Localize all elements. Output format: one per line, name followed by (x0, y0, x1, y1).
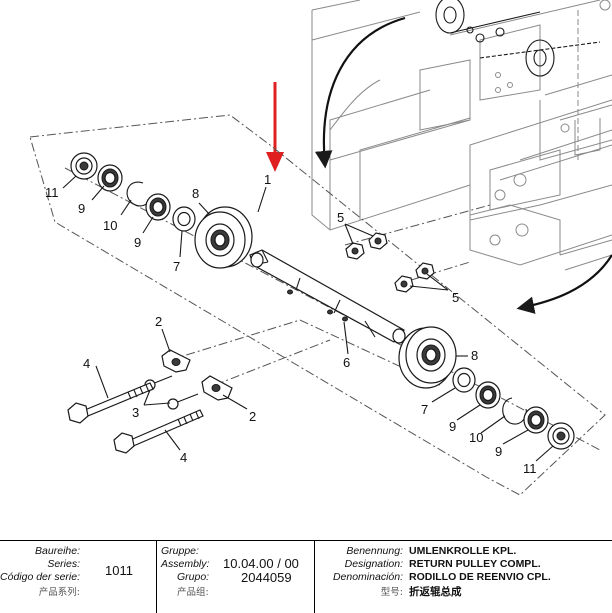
assembly-value: 10.04.00 / 00 (223, 556, 299, 571)
callout-11-top: 11 (45, 185, 59, 200)
bearing-9-bottom-a (475, 381, 501, 409)
nut-5-d (415, 262, 435, 280)
circlip-10-bottom (502, 397, 527, 425)
series-label-cn: 产品系列: (38, 587, 80, 598)
callout-3: 3 (132, 405, 139, 420)
callout-1: 1 (264, 172, 271, 187)
removal-arrow-upper (314, 16, 406, 169)
callout-9-top-a: 9 (78, 201, 85, 216)
designation-cell: Benennung: Designation: Denominación: 型号… (314, 541, 612, 613)
leader-lines (62, 175, 554, 462)
seal-ring-11-bottom (547, 422, 575, 450)
designation-label-de: Benennung: (346, 545, 403, 557)
bolt-4-top (67, 382, 154, 424)
callout-10-bottom: 10 (469, 430, 483, 445)
bearing-9-top-a (97, 164, 123, 192)
callout-8-bottom: 8 (471, 348, 478, 363)
callout-2-top: 2 (155, 314, 162, 329)
callout-9-bottom-a: 9 (449, 419, 456, 434)
group-label-cn: 产品组: (177, 587, 209, 598)
seal-ring-11-top (70, 152, 98, 180)
designation-label-en: Designation: (344, 558, 403, 570)
group-value: 2044059 (241, 570, 292, 585)
callout-2-bottom: 2 (249, 409, 256, 424)
nut-5-c (394, 275, 414, 293)
designation-name-cn: 折返辊总成 (409, 586, 462, 598)
group-cell: Gruppe: Assembly: Grupo: 产品组: 10.04.00 /… (156, 541, 314, 613)
machine-frame-context (311, 0, 612, 271)
callout-7-top: 7 (173, 259, 180, 274)
shaft-6 (249, 249, 406, 344)
designation-name-de: UMLENKROLLE KPL. (409, 545, 517, 557)
series-label-en: Series: (47, 558, 80, 570)
series-label-es: Código der serie: (0, 571, 80, 583)
exploded-view-drawing: 11 9 10 9 7 8 1 5 5 6 2 2 3 4 4 8 7 9 10… (29, 0, 612, 496)
callout-8-top: 8 (192, 186, 199, 201)
group-label-es: Grupo: (177, 571, 210, 583)
nut-5-b (368, 232, 388, 250)
pulley-8-top (194, 206, 253, 269)
pulley-8-bottom (398, 326, 457, 389)
bearing-9-top-b (145, 193, 171, 221)
bolt-4-bottom (113, 409, 204, 454)
bracket-2-top (161, 349, 191, 373)
bearing-9-bottom-b (523, 406, 549, 434)
series-cell: Baureihe: Series: Código der serie: 产品系列… (0, 541, 156, 613)
series-value: 1011 (105, 563, 133, 578)
designation-name-en: RETURN PULLEY COMPL. (409, 558, 541, 570)
designation-label-cn: 型号: (380, 587, 403, 598)
group-label-de: Gruppe: (161, 545, 199, 557)
screw-3-b (167, 393, 199, 410)
spacer-ring-7-bottom (452, 367, 476, 393)
callout-5-top: 5 (337, 210, 344, 225)
callout-9-bottom-b: 9 (495, 444, 502, 459)
callout-11-bottom: 11 (523, 461, 537, 476)
nut-5-a (345, 242, 365, 260)
installed-pulley-right (479, 39, 601, 77)
callout-4-top: 4 (83, 356, 90, 371)
designation-name-es: RODILLO DE REENVIO CPL. (409, 571, 551, 583)
removal-arrow-lower (516, 254, 612, 314)
callout-10-top: 10 (103, 218, 117, 233)
series-label-de: Baureihe: (35, 545, 80, 557)
group-label-en: Assembly: (161, 558, 210, 570)
callout-9-top-b: 9 (134, 235, 141, 250)
callout-4-bottom: 4 (180, 450, 187, 465)
installed-pulley-left (435, 0, 541, 34)
callout-7-bottom: 7 (421, 402, 428, 417)
assembly-boundary (29, 114, 606, 496)
title-block: Baureihe: Series: Código der serie: 产品系列… (0, 540, 612, 613)
callout-5-bottom: 5 (452, 290, 459, 305)
red-pointer-arrow (266, 82, 284, 172)
spacer-ring-7-top (172, 206, 196, 232)
callout-6: 6 (343, 355, 350, 370)
designation-label-es: Denominación: (332, 571, 403, 583)
